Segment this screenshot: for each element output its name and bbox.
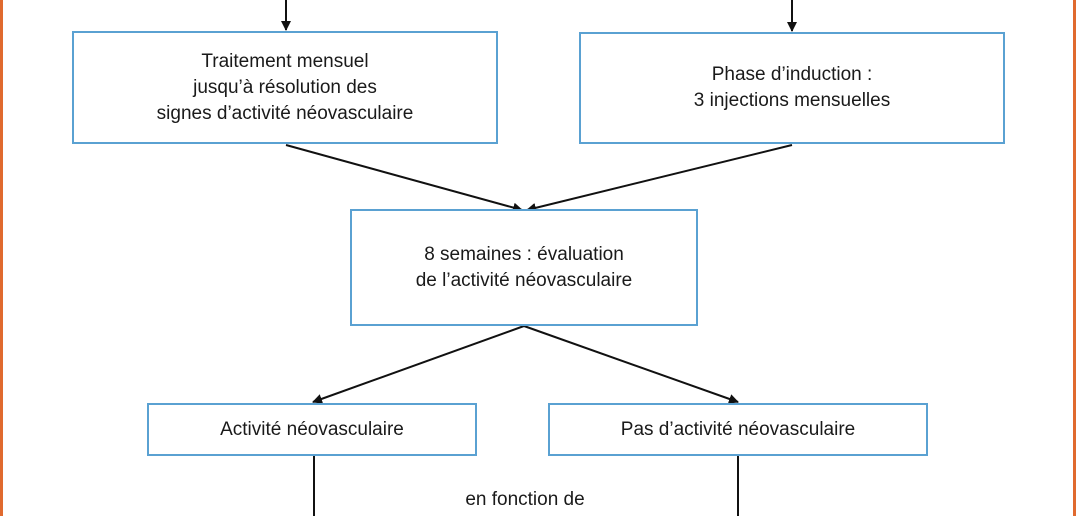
monthly-treatment-line-3: signes d’activité néovasculaire bbox=[156, 102, 414, 124]
no-activity-box: Pas d’activité néovasculaire bbox=[548, 403, 928, 456]
monthly-treatment-box: Traitement mensuel jusqu’à résolution de… bbox=[72, 31, 498, 144]
activity-box: Activité néovasculaire bbox=[147, 403, 477, 456]
bottom-note: en fonction de bbox=[465, 489, 585, 510]
evaluation-box: 8 semaines : évaluation de l’activité né… bbox=[350, 209, 698, 326]
frame-right-border bbox=[1073, 0, 1076, 516]
evaluation-line-1: 8 semaines : évaluation bbox=[424, 243, 624, 265]
no-activity-label: Pas d’activité néovasculaire bbox=[620, 418, 856, 440]
evaluation-line-2: de l’activité néovasculaire bbox=[415, 269, 633, 291]
monthly-treatment-line-2: jusqu’à résolution des bbox=[193, 76, 377, 98]
arrow-monthly-to-eval bbox=[285, 144, 523, 213]
arrow-induction-to-eval bbox=[526, 144, 793, 213]
frame-left-border bbox=[0, 0, 3, 516]
induction-phase-box: Phase d’induction : 3 injections mensuel… bbox=[579, 32, 1005, 144]
arrow-eval-to-no-activity bbox=[523, 325, 739, 404]
monthly-treatment-line-1: Traitement mensuel bbox=[201, 50, 369, 72]
induction-phase-line-2: 3 injections mensuelles bbox=[693, 90, 891, 111]
activity-label: Activité néovasculaire bbox=[220, 418, 404, 440]
arrow-eval-to-activity bbox=[312, 325, 525, 404]
induction-phase-line-1: Phase d’induction : bbox=[711, 64, 873, 85]
